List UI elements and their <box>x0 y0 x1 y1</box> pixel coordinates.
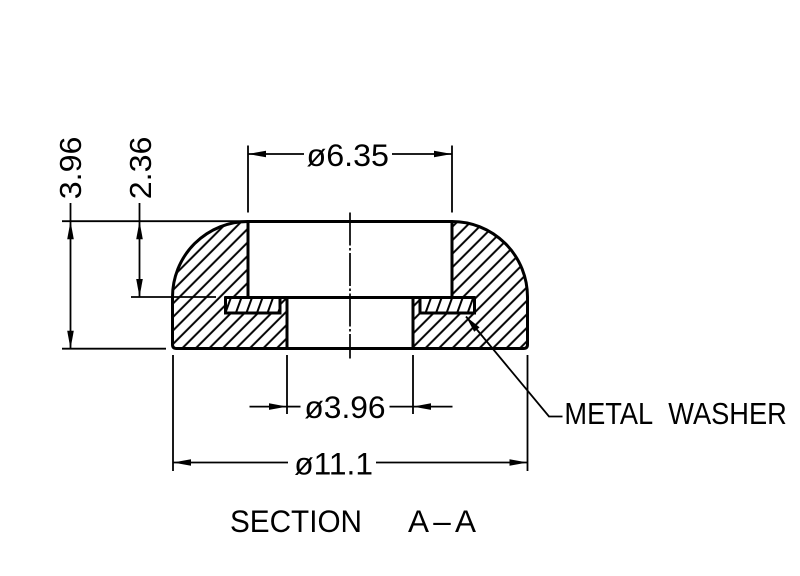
svg-text:2.36: 2.36 <box>124 137 158 200</box>
svg-text:ø11.1: ø11.1 <box>294 446 373 482</box>
svg-text:METAL WASHER: METAL WASHER <box>564 397 786 431</box>
svg-text:SECTION: SECTION <box>230 503 362 539</box>
svg-text:A–A: A–A <box>408 503 476 539</box>
svg-text:ø3.96: ø3.96 <box>304 389 385 425</box>
svg-text:3.96: 3.96 <box>54 137 88 200</box>
svg-text:ø6.35: ø6.35 <box>307 137 390 173</box>
